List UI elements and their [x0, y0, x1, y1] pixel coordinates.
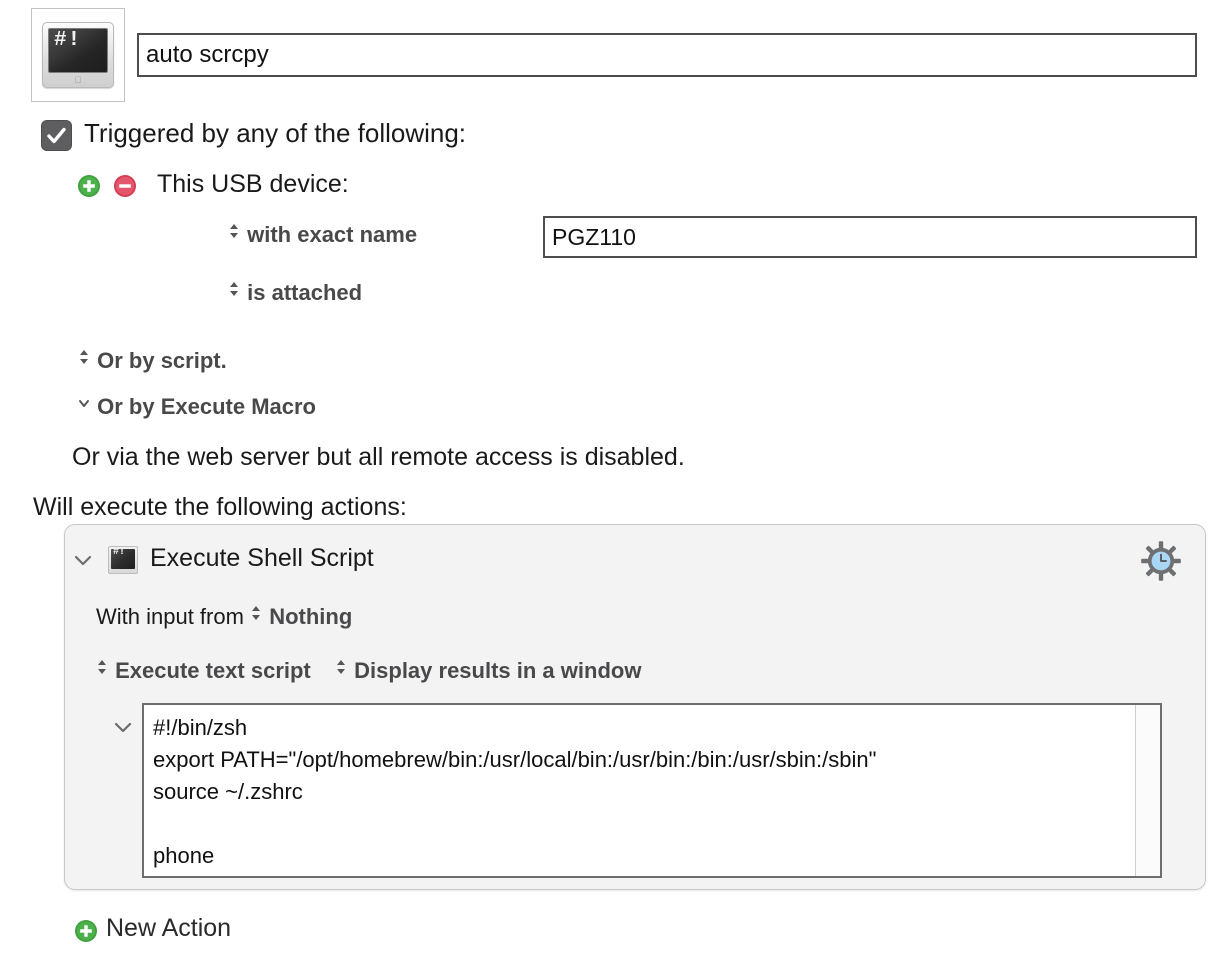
chevron-down-icon [74, 555, 92, 566]
shebang-glyph: #! [54, 29, 82, 52]
triggered-by-checkbox[interactable] [41, 120, 72, 151]
new-action-label: New Action [106, 914, 232, 942]
script-mode-label: Execute text script [115, 658, 311, 683]
script-vertical-scrollbar[interactable] [1135, 705, 1160, 876]
usb-match-mode-label: with exact name [247, 222, 418, 247]
results-mode-popup[interactable]: Display results in a window [335, 658, 641, 683]
or-by-script-popup[interactable]: Or by script. [78, 348, 227, 374]
shell-script-monitor-icon: #!  [42, 22, 114, 88]
chevron-updown-icon [228, 221, 241, 241]
add-trigger-button[interactable] [77, 174, 101, 198]
script-options-row: Execute text script Display results in a… [96, 658, 641, 684]
chevron-updown-icon [335, 657, 348, 677]
monitor-screen: #! [48, 28, 108, 73]
script-editor[interactable]: #!/bin/zsh export PATH="/opt/homebrew/bi… [142, 703, 1162, 878]
checkmark-icon [47, 127, 66, 144]
or-by-execute-macro-popup[interactable]: Or by Execute Macro [78, 394, 316, 420]
chevron-updown-icon [250, 603, 263, 623]
shebang-glyph: #! [113, 549, 126, 558]
plus-circle-icon [78, 175, 100, 197]
chevron-updown-icon [96, 657, 109, 677]
chevron-down-icon [114, 722, 132, 733]
chevron-down-icon [78, 393, 91, 413]
chevron-updown-icon [228, 279, 241, 299]
shell-script-action-icon: #! [108, 546, 138, 574]
gear-clock-icon[interactable] [1140, 540, 1182, 587]
or-by-script-label: Or by script. [97, 348, 227, 373]
usb-attach-state-popup[interactable]: is attached [228, 280, 362, 306]
script-text-content[interactable]: #!/bin/zsh export PATH="/opt/homebrew/bi… [153, 715, 877, 868]
actions-header-label: Will execute the following actions: [33, 493, 407, 521]
plus-circle-icon [74, 919, 98, 948]
web-server-note: Or via the web server but all remote acc… [72, 443, 685, 471]
usb-attach-state-label: is attached [247, 280, 363, 305]
usb-match-mode-popup[interactable]: with exact name [228, 222, 417, 248]
macro-name-input[interactable] [137, 33, 1197, 77]
usb-device-name-input[interactable] [543, 216, 1197, 258]
action-disclosure-toggle[interactable] [72, 549, 94, 576]
remove-trigger-button[interactable] [113, 174, 137, 198]
triggered-by-label: Triggered by any of the following: [84, 118, 467, 148]
with-input-from-row[interactable]: With input from Nothing [96, 604, 352, 630]
script-disclosure-toggle[interactable] [112, 716, 134, 743]
results-mode-label: Display results in a window [354, 658, 642, 683]
minus-circle-icon [114, 175, 136, 197]
with-input-from-prefix: With input from [96, 604, 244, 629]
action-title-label: Execute Shell Script [150, 544, 374, 572]
or-by-execute-macro-label: Or by Execute Macro [97, 394, 316, 419]
usb-device-label: This USB device: [157, 170, 349, 198]
input-source-label: Nothing [269, 604, 353, 629]
apple-logo-icon:  [75, 76, 82, 85]
macro-icon-well[interactable]: #!  [31, 8, 125, 102]
script-mode-popup[interactable]: Execute text script [96, 658, 317, 683]
chevron-updown-icon [78, 347, 91, 367]
